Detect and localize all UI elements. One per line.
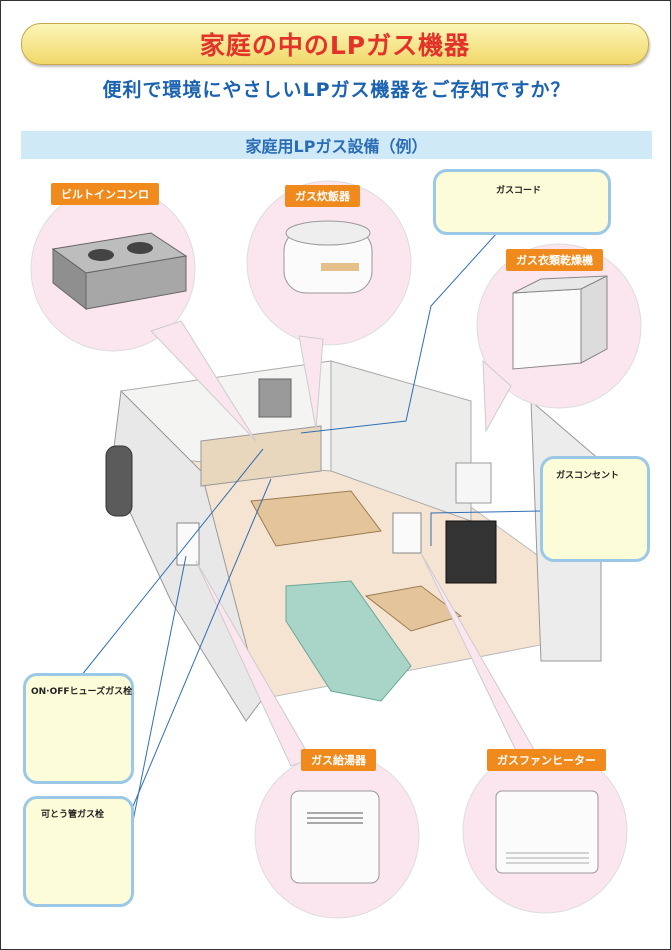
- clothes-dryer-label: ガス衣類乾燥機: [506, 249, 603, 271]
- builtin-stove-label: ビルトインコンロ: [51, 183, 159, 205]
- washer: [455, 462, 492, 504]
- flex-valve-label: 可とう管ガス栓: [41, 810, 105, 820]
- gas-outlet-leader: [430, 510, 542, 546]
- clothes-dryer-pointer: [482, 359, 512, 433]
- kitchen-counter: [200, 425, 322, 487]
- rice-cooker-lid: [285, 220, 371, 246]
- flex-valve-leader-2: [130, 555, 187, 832]
- dining-table: [250, 490, 382, 547]
- fuse-valve-label: ON·OFFヒューズガス栓: [31, 687, 133, 697]
- fan-heater-label: ガスファンヒーター: [487, 749, 606, 771]
- fan-heater-unit: [495, 790, 599, 874]
- builtin-stove-pointer: [150, 320, 257, 442]
- sofa: [285, 580, 412, 702]
- coffee-table: [364, 585, 463, 632]
- gas-outlet-label: ガスコンセント: [556, 471, 620, 481]
- water-heater-unit: [290, 790, 380, 884]
- gas-outlet-box: [540, 456, 650, 562]
- range-hood: [258, 378, 292, 418]
- room-fan-heater: [392, 512, 422, 554]
- section-title: 家庭用LPガス設備（例）: [245, 137, 428, 156]
- water-heater-label: ガス給湯器: [301, 749, 376, 771]
- burner-right: [127, 242, 153, 254]
- dryer-side: [580, 275, 608, 364]
- page-title: 家庭の中のLPガス機器: [199, 31, 471, 60]
- flex-valve-box: [23, 796, 134, 907]
- burner-left: [88, 249, 114, 261]
- flex-valve-leader-1: [130, 478, 272, 812]
- room-water-heater: [176, 522, 200, 566]
- rice-cooker-pointer: [298, 335, 324, 430]
- rice-cooker-panel: [321, 263, 359, 271]
- tv: [445, 520, 497, 584]
- gas-cord-label: ガスコード: [496, 186, 542, 196]
- gas-cylinder: [105, 445, 133, 517]
- rice-cooker-label: ガス炊飯器: [285, 185, 360, 207]
- dryer-front: [512, 288, 582, 370]
- gas-cord-box: [433, 169, 611, 235]
- page-subtitle: 便利で環境にやさしいLPガス機器をご存知ですか？: [102, 79, 571, 101]
- fuse-valve-box: [23, 673, 134, 784]
- gas-cord-leader: [300, 222, 507, 434]
- section-bar: 家庭用LPガス設備（例）: [21, 131, 652, 159]
- stove-side: [52, 248, 87, 311]
- title-banner: 家庭の中のLPガス機器: [21, 23, 649, 65]
- fuse-valve-leader: [80, 448, 264, 677]
